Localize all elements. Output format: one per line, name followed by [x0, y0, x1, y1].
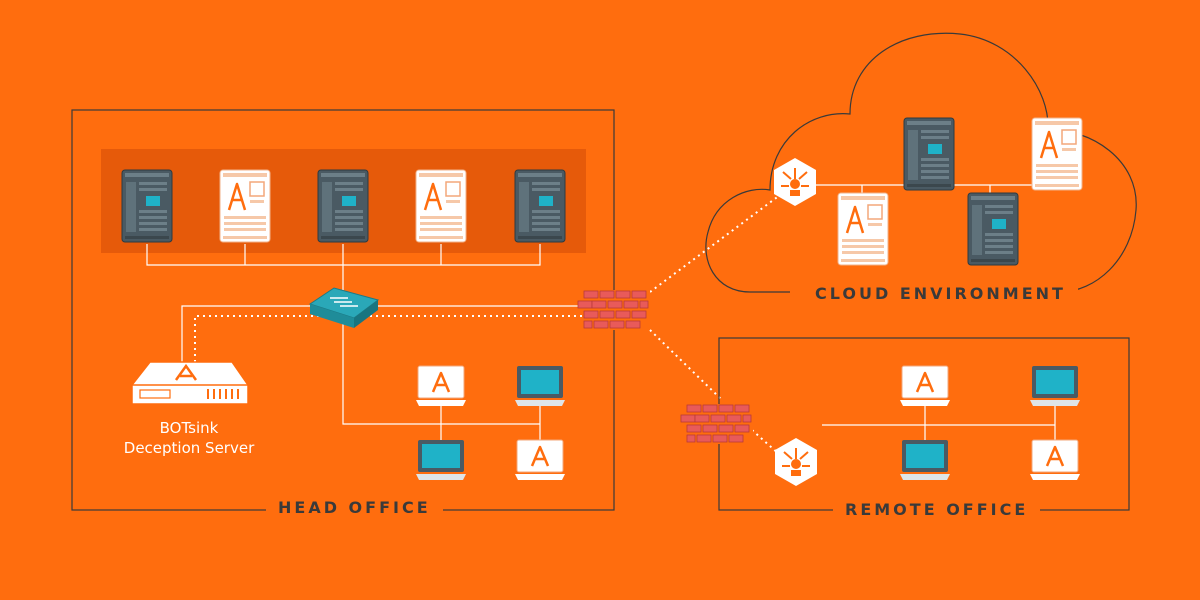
rack-bus-lines — [146, 244, 582, 442]
decoy-server-icon — [218, 168, 272, 244]
decoy-laptop-icon — [414, 364, 468, 408]
laptop-icon — [1030, 366, 1080, 406]
decoy-laptop-icon — [513, 438, 567, 482]
botsink-label: BOTsink Deception Server — [109, 418, 269, 458]
botsink-label-line2: Deception Server — [123, 439, 255, 457]
decoy-server-icon — [1030, 116, 1084, 192]
remote-office-border — [718, 337, 1130, 511]
network-switch-icon — [308, 287, 380, 328]
firewall-icon — [577, 289, 651, 331]
server-tower-icon — [317, 169, 369, 243]
laptop-icon — [900, 440, 950, 480]
laptop-icon — [416, 440, 466, 480]
server-tower-icon — [121, 169, 173, 243]
botsink-appliance-icon — [131, 361, 249, 405]
decoy-hub-icon — [774, 437, 818, 487]
decoy-server-icon — [414, 168, 468, 244]
decoy-laptop-icon — [1028, 438, 1082, 482]
decoy-laptop-icon — [898, 364, 952, 408]
decoy-server-icon — [836, 191, 890, 267]
remote-bus-lines — [822, 405, 1056, 442]
laptop-icon — [515, 366, 565, 406]
botsink-label-line1: BOTsink — [159, 419, 219, 437]
remote-office-label: REMOTE OFFICE — [833, 500, 1041, 519]
server-tower-icon — [514, 169, 566, 243]
server-tower-icon — [967, 192, 1019, 266]
decoy-hub-icon — [773, 157, 817, 207]
cloud-environment-label: CLOUD ENVIRONMENT — [803, 284, 1078, 303]
cloud-outline — [705, 32, 1137, 293]
firewall-icon — [680, 403, 754, 445]
head-office-label: HEAD OFFICE — [266, 498, 443, 517]
server-tower-icon — [903, 117, 955, 191]
